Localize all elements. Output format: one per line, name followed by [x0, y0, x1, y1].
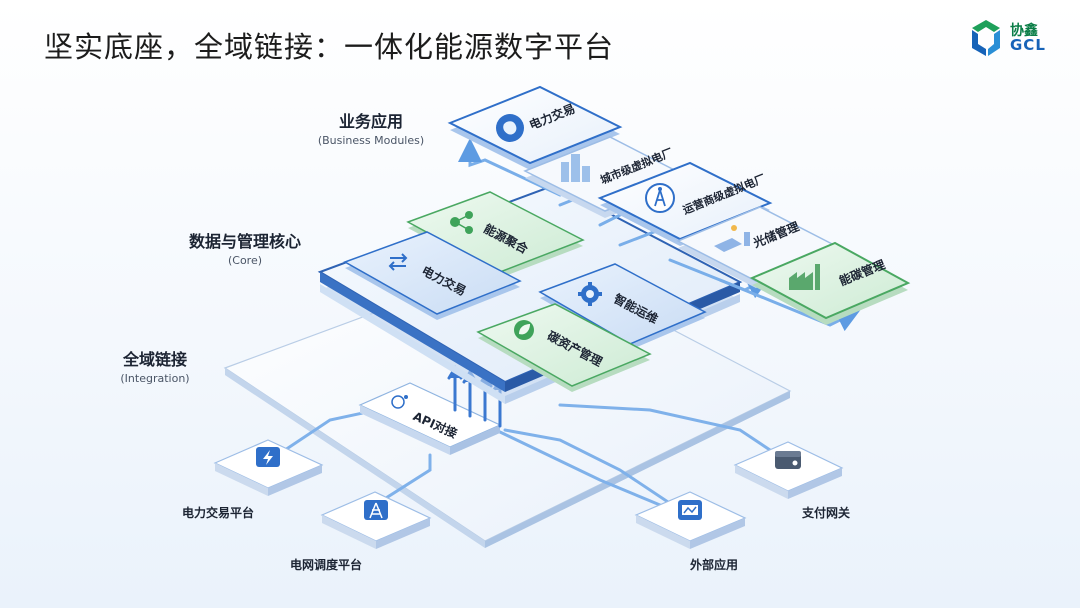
wallet-icon — [775, 451, 801, 469]
exchange-arrows-icon — [388, 253, 408, 271]
layer-label-business-cn: 业务应用 — [338, 112, 403, 131]
api-connector — [358, 382, 502, 455]
leaf-icon — [514, 320, 534, 340]
external-power-trading-platform[interactable] — [213, 439, 324, 496]
core-card-carbon-asset[interactable] — [476, 303, 652, 392]
external-grid-dispatch-platform[interactable] — [320, 491, 432, 549]
page-title: 坚实底座，全域链接：一体化能源数字平台 — [44, 30, 615, 64]
solar-panel-icon — [714, 225, 750, 252]
power-tower-icon — [364, 500, 388, 520]
external-label-power-trading-platform: 电力交易平台 — [182, 506, 255, 520]
layer-label-integration-cn: 全域链接 — [122, 350, 187, 369]
network-nodes-icon — [450, 211, 473, 234]
external-app[interactable] — [634, 491, 747, 549]
gcl-logo-mark-icon — [972, 20, 1000, 56]
brain-icon — [496, 114, 524, 142]
layer-label-core: 数据与管理核心 (Core) — [170, 228, 320, 267]
layer-label-business-en: (Business Modules) — [317, 134, 425, 147]
logo-text-cn: 协鑫 — [1010, 23, 1038, 39]
business-card-energy-carbon[interactable] — [749, 241, 911, 325]
external-label-grid-dispatch-platform: 电网调度平台 — [290, 558, 363, 572]
layer-label-integration-en: (Integration) — [120, 372, 190, 385]
tower-antenna-icon — [645, 183, 675, 213]
layer-label-integration: 全域链接 (Integration) — [100, 346, 210, 385]
app-window-icon — [678, 500, 702, 520]
lightning-icon — [256, 447, 280, 467]
factory-icon — [789, 264, 820, 290]
external-label-payment-gateway: 支付网关 — [802, 506, 851, 520]
external-payment-gateway[interactable] — [733, 441, 844, 499]
integration-flow-lines — [268, 403, 787, 512]
external-label-external-app: 外部应用 — [690, 558, 739, 572]
gear-icon — [578, 282, 602, 306]
logo-text-en: GCL — [1010, 36, 1046, 54]
city-buildings-icon — [561, 154, 590, 182]
layer-label-business: 业务应用 (Business Modules) — [306, 108, 436, 147]
core-card-smart-om[interactable] — [538, 263, 707, 350]
layer-label-core-en: (Core) — [227, 254, 263, 267]
layer-label-core-cn: 数据与管理核心 — [188, 232, 301, 251]
core-card-power-trading[interactable] — [343, 231, 522, 320]
api-link-icon — [391, 395, 408, 409]
gcl-logo: 协鑫 GCL — [966, 16, 1066, 60]
